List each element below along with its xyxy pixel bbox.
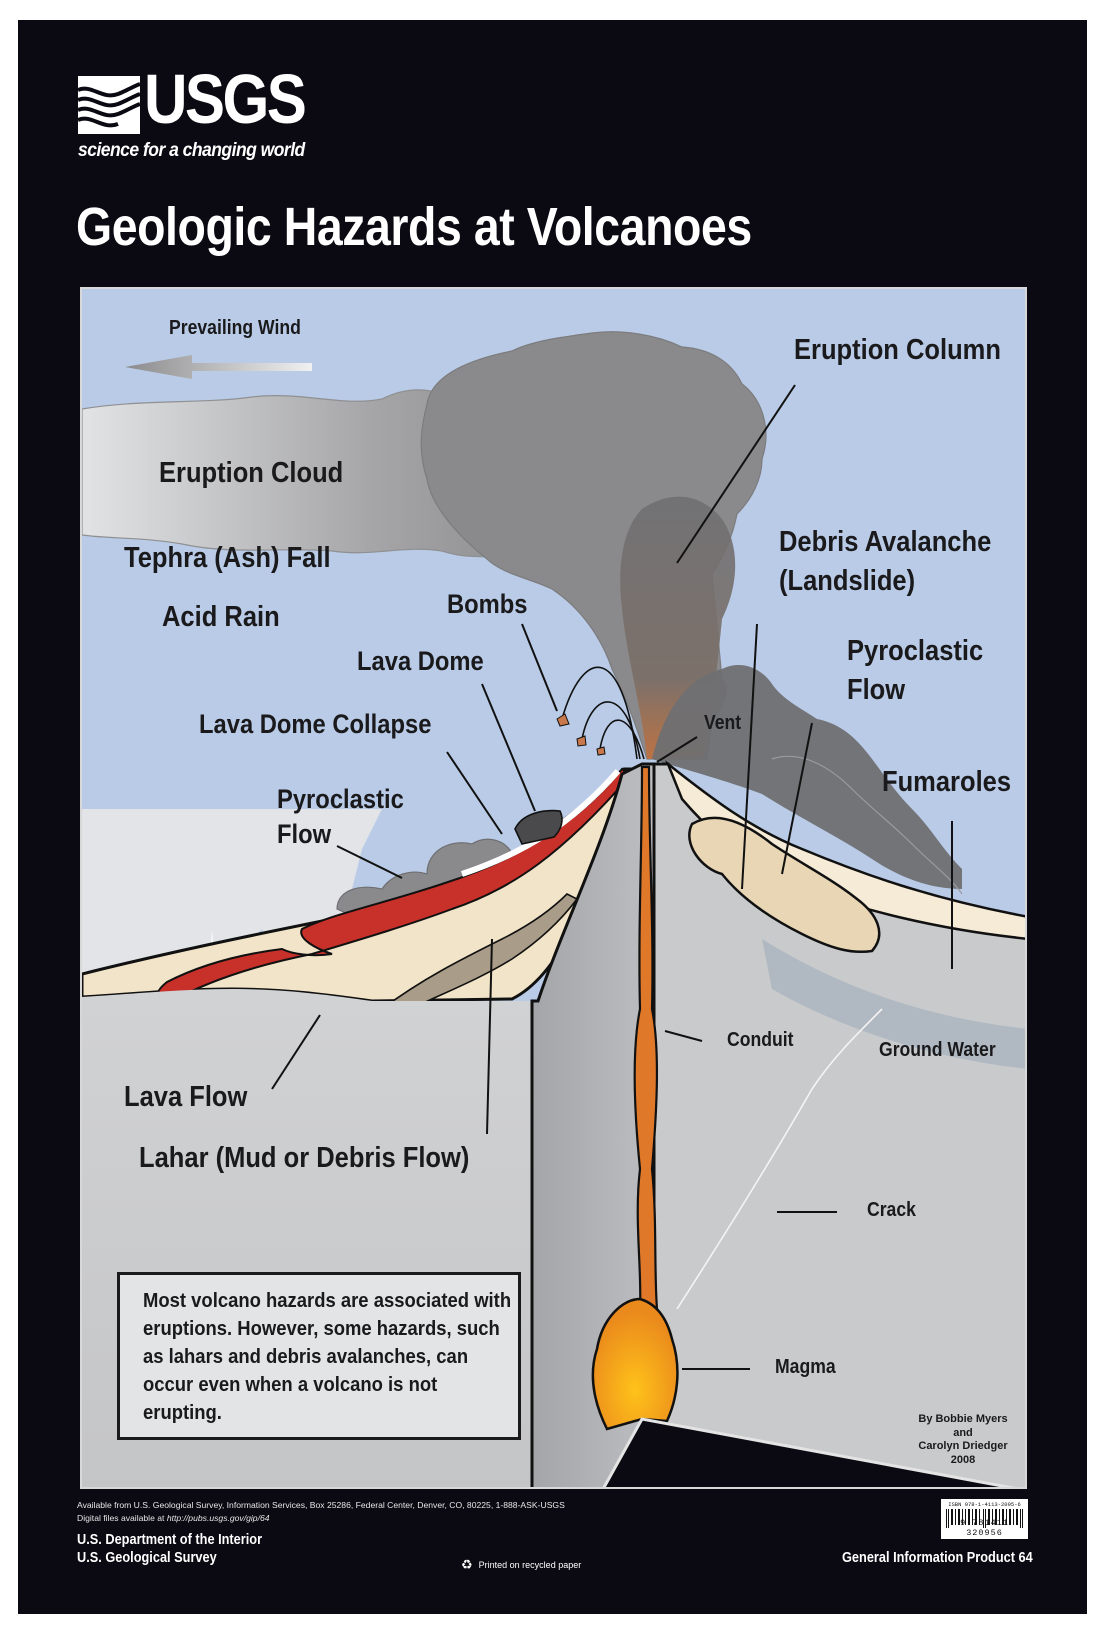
label-pyroclastic-flow-left-1: Pyroclastic xyxy=(277,784,404,814)
credit-year: 2008 xyxy=(950,1453,976,1466)
credit-line-1: By Bobbie Myers and xyxy=(918,1413,1008,1439)
barcode-number: 9 781411 320956 xyxy=(960,1518,1009,1538)
isbn-barcode: ISBN 978-1-4113-2095-6 9 781411 320956 xyxy=(941,1499,1028,1539)
poster-title: Geologic Hazards at Volcanoes xyxy=(76,197,752,257)
bomb xyxy=(596,746,606,756)
label-fumaroles: Fumaroles xyxy=(882,766,1012,798)
label-lahar: Lahar (Mud or Debris Flow) xyxy=(139,1142,470,1174)
barcode-icon xyxy=(946,1509,1023,1528)
recycled-paper-text: Printed on recycled paper xyxy=(478,1559,582,1570)
bomb xyxy=(576,735,587,747)
usgs-wave-icon xyxy=(78,76,140,134)
label-conduit: Conduit xyxy=(727,1029,794,1051)
label-debris-avalanche-1: Debris Avalanche xyxy=(779,526,992,558)
debris-avalanche xyxy=(688,816,881,954)
label-pyroclastic-flow-right-2: Flow xyxy=(847,674,906,706)
info-note-box: Most volcano hazards are associated with… xyxy=(117,1272,521,1440)
recycle-icon: ♻ xyxy=(461,1557,473,1572)
magma-chamber xyxy=(591,1297,679,1431)
product-number: General Information Product 64 xyxy=(842,1550,1033,1566)
isbn-label: ISBN 978-1-4113-2095-6 xyxy=(948,1501,1021,1508)
agency-name: U.S. Geological Survey xyxy=(77,1550,217,1566)
pyroclastic-cloud-right xyxy=(652,664,962,889)
label-tephra-fall: Tephra (Ash) Fall xyxy=(124,542,331,574)
usgs-tagline: science for a changing world xyxy=(78,139,305,161)
recycled-paper-note: ♻ Printed on recycled paper xyxy=(461,1558,581,1571)
label-acid-rain: Acid Rain xyxy=(162,601,280,633)
info-note-text: Most volcano hazards are associated with… xyxy=(143,1289,512,1424)
usgs-logo: USGS science for a changing world xyxy=(78,64,318,166)
crack xyxy=(676,1008,883,1310)
credit-line-2: Carolyn Driedger xyxy=(918,1440,1008,1452)
digital-files-text: Digital files available at http://pubs.u… xyxy=(77,1513,270,1523)
wind-arrow xyxy=(125,355,312,379)
tephra-fall-shading xyxy=(82,684,382,1249)
label-vent: Vent xyxy=(704,712,742,734)
label-magma: Magma xyxy=(775,1356,836,1378)
bomb xyxy=(556,713,570,727)
label-ground-water: Ground Water xyxy=(879,1039,996,1061)
usgs-wordmark: USGS xyxy=(144,60,307,138)
availability-text: Available from U.S. Geological Survey, I… xyxy=(77,1500,565,1510)
author-credit: By Bobbie Myers and Carolyn Driedger 200… xyxy=(908,1413,1018,1467)
ground-water xyxy=(762,939,1025,1069)
label-lava-flow: Lava Flow xyxy=(124,1081,248,1113)
digital-files-link[interactable]: http://pubs.usgs.gov/gip/64 xyxy=(166,1513,270,1523)
label-crack: Crack xyxy=(867,1199,916,1221)
label-bombs: Bombs xyxy=(447,589,528,619)
label-prevailing-wind: Prevailing Wind xyxy=(169,317,301,339)
label-debris-avalanche-2: (Landslide) xyxy=(779,565,916,597)
leader-lines xyxy=(271,384,953,1370)
label-lava-dome-collapse: Lava Dome Collapse xyxy=(199,709,432,739)
label-eruption-column: Eruption Column xyxy=(794,334,1001,366)
volcano-diagram: Prevailing Wind Eruption Column Eruption… xyxy=(80,287,1027,1489)
label-pyroclastic-flow-left-2: Flow xyxy=(277,819,332,849)
lava-dome xyxy=(514,809,563,845)
lava-flow xyxy=(157,767,632,1003)
label-pyroclastic-flow-right-1: Pyroclastic xyxy=(847,635,984,667)
label-eruption-cloud: Eruption Cloud xyxy=(159,457,344,489)
department-name: U.S. Department of the Interior xyxy=(77,1532,263,1548)
digital-files-prefix: Digital files available at xyxy=(77,1513,167,1523)
label-lava-dome: Lava Dome xyxy=(357,646,484,676)
